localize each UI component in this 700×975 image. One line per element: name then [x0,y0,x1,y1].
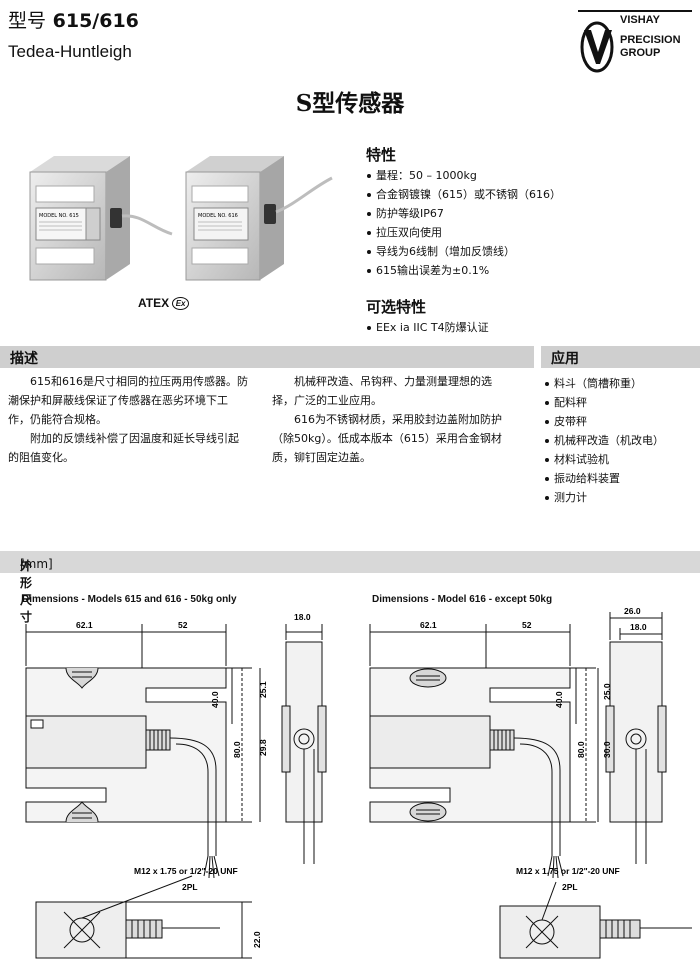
svg-text:MODEL NO. 615: MODEL NO. 615 [39,213,79,219]
features-heading: 特性 [366,146,397,164]
description-band: 描述 [0,346,534,368]
application-item: 材料试验机 [544,450,664,469]
application-item: 振动给料装置 [544,469,664,488]
application-item: 配料秤 [544,393,664,412]
left-dim-label: 52 [178,620,188,630]
dimensions-heading: 外形尺寸 [20,559,33,624]
applications-band: 应用 [541,346,700,368]
logo-line-3: GROUP [620,47,661,59]
logo-line-1: VISHAY [620,14,660,26]
load-cell-616-photo: MODEL NO. 616 [185,156,333,281]
svg-text:MODEL NO. 616: MODEL NO. 616 [198,213,238,219]
feature-item: 615输出误差为±0.1% [366,261,561,280]
logo-line-2: PRECISION [620,34,681,46]
right-qty-label: 2PL [562,882,578,892]
right-dim-label: 80.0 [576,741,586,758]
left-dim-label: 62.1 [76,620,93,630]
left-dim-label: 22.0 [252,931,262,948]
description-paragraph: 附加的反馈线补偿了因温度和延长导线引起的阻值变化。 [8,432,239,464]
feature-item: 导线为6线制（增加反馈线） [366,242,561,261]
description-paragraph: 616为不锈钢材质，采用胶封边盖附加防护（除50kg）。低成本版本（615）采用… [272,413,502,464]
model-number: 型号 615/616 [8,6,139,33]
atex-mark: ATEX Ex [138,296,190,310]
feature-item: 拉压双向使用 [366,223,561,242]
dimensions-band: 外形尺寸[mm] [0,551,700,624]
left-thread-label: M12 x 1.75 or 1/2"-20 UNF [134,866,238,876]
description-col-1: 615和616是尺寸相同的拉压两用传感器。防潮保护和屏蔽线保证了传感器在恶劣环境… [8,372,248,467]
left-qty-label: 2PL [182,882,198,892]
right-dim-label: 40.0 [554,691,564,708]
application-item: 皮带秤 [544,412,664,431]
right-dim-label: 62.1 [420,620,437,630]
description-col-2: 机械秤改造、吊钩秤、力量测量理想的选择，广泛的工业应用。 616为不锈钢材质，采… [272,372,512,467]
atex-label: ATEX [138,296,170,310]
feature-item: 合金钢镀镍（615）或不锈钢（616） [366,185,561,204]
feature-item: 量程：50 – 1000kg [366,166,561,185]
left-dim-label: 29.8 [258,739,268,756]
right-dim-label: 26.0 [624,606,641,616]
product-photos: MODEL NO. 615 MODEL NO. 616 [29,156,333,281]
left-dimension-drawing: 62.1 52 18.0 40.0 25.1 80.0 29.8 M12 x 1… [25,612,327,959]
left-dim-label: 25.1 [258,681,268,698]
left-dim-label: 80.0 [232,741,242,758]
load-cell-615-photo: MODEL NO. 615 [29,156,173,281]
description-paragraph: 机械秤改造、吊钩秤、力量测量理想的选择，广泛的工业应用。 [272,375,492,407]
features-list: 量程：50 – 1000kg 合金钢镀镍（615）或不锈钢（616） 防护等级I… [366,166,561,280]
brand-name: Tedea-Huntleigh [8,42,132,61]
ex-symbol-icon: Ex [172,296,190,310]
application-item: 机械秤改造（机改电） [544,431,664,450]
options-heading: 可选特性 [366,298,427,316]
left-dim-label: 40.0 [210,691,220,708]
dimensions-unit: [mm] [20,557,53,571]
option-item: EEx ia IIC T4防爆认证 [366,318,489,337]
model-label: 型号 [8,10,47,32]
options-list: EEx ia IIC T4防爆认证 [366,318,489,337]
vishay-v-icon [580,21,614,73]
application-item: 料斗（筒槽称重） [544,374,664,393]
page-title: S型传感器 [295,90,405,117]
application-item: 测力计 [544,488,664,507]
feature-item: 防护等级IP67 [366,204,561,223]
right-dim-label: 30.0 [602,741,612,758]
applications-list: 料斗（筒槽称重） 配料秤 皮带秤 机械秤改造（机改电） 材料试验机 振动给料装置… [544,374,664,507]
right-drawing-title: Dimensions - Model 616 - except 50kg [372,594,553,605]
right-dim-label: 52 [522,620,532,630]
right-thread-label: M12 x 1.75 or 1/2"-20 UNF [516,866,620,876]
right-dim-label: 18.0 [630,622,647,632]
logo-rule [578,10,692,12]
right-dimension-drawing: 62.1 52 26.0 18.0 40.0 25.0 80.0 30.0 M1… [369,606,692,959]
applications-heading: 应用 [551,351,579,367]
left-dim-label: 18.0 [294,612,311,622]
left-drawing-title: Dimensions - Models 615 and 616 - 50kg o… [22,594,237,605]
description-paragraph: 615和616是尺寸相同的拉压两用传感器。防潮保护和屏蔽线保证了传感器在恶劣环境… [8,375,248,426]
vishay-logo: VISHAY PRECISION GROUP [578,10,692,74]
model-value: 615/616 [52,10,139,32]
description-heading: 描述 [10,351,38,367]
right-dim-label: 25.0 [602,683,612,700]
